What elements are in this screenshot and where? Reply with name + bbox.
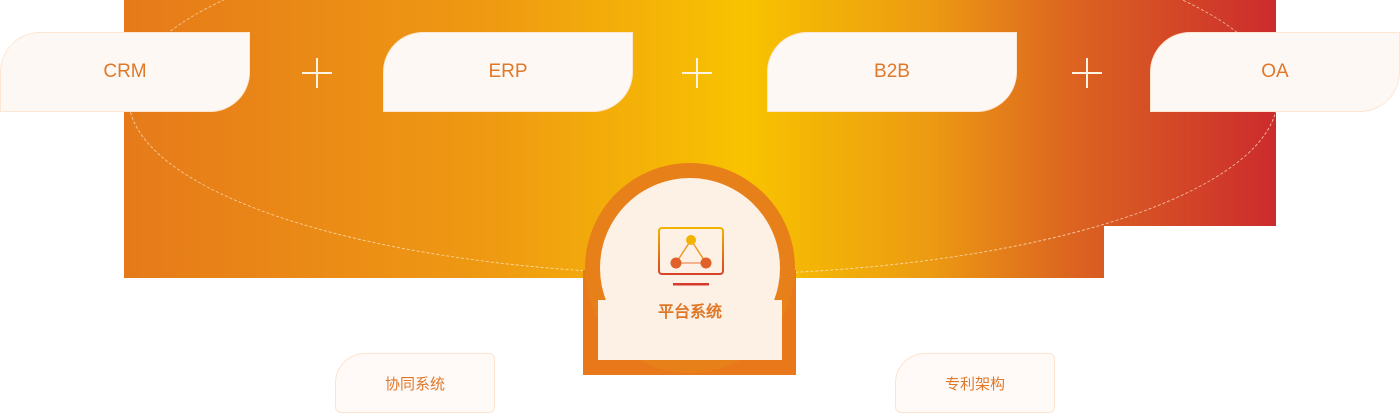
network-monitor-icon [658, 227, 724, 286]
module-b2b[interactable]: B2B [767, 32, 1017, 112]
hub-label: 平台系统 [657, 302, 722, 321]
module-erp[interactable]: ERP [383, 32, 633, 112]
module-label: ERP [488, 61, 528, 82]
plus-icon [682, 58, 712, 88]
sub-node-label: 专利架构 [944, 374, 1005, 393]
module-oa[interactable]: OA [1150, 32, 1400, 112]
module-crm[interactable]: CRM [0, 32, 250, 112]
plus-icon [302, 58, 332, 88]
module-label: B2B [874, 61, 910, 82]
plus-icon [1072, 58, 1102, 88]
sub-node-patent[interactable]: 专利架构 [895, 353, 1055, 413]
module-label: CRM [103, 61, 147, 82]
sub-node-collaboration[interactable]: 协同系统 [335, 353, 495, 413]
background-cutout [1104, 226, 1284, 286]
sub-node-label: 协同系统 [384, 374, 445, 393]
module-label: OA [1261, 61, 1289, 82]
platform-hub[interactable] [600, 178, 780, 358]
